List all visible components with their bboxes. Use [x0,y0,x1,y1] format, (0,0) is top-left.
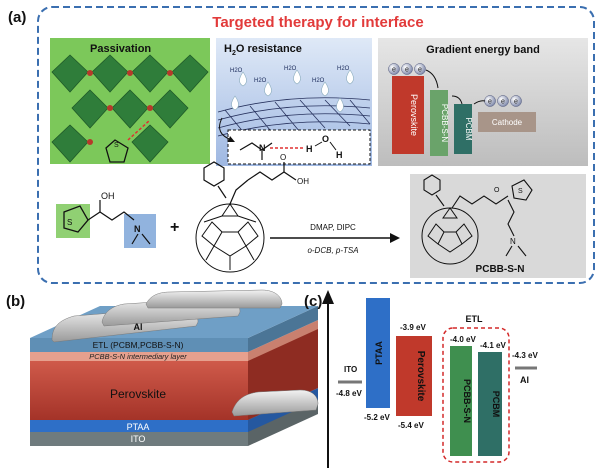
passivation-label: Passivation [90,43,151,55]
device-stack: Al ETL (PCBM,PCBB-S-N) PCBB-S-N intermed… [30,289,319,446]
svg-text:e: e [418,67,422,74]
layer-ptaa: PTAA [127,422,150,432]
etl-group [442,327,510,463]
pcbm-bar [478,352,502,456]
gradient-block-pcbm [454,104,472,154]
passivation-panel: S Passivation [50,38,210,164]
drop-label: H2O [337,66,350,72]
fullerene-icon [421,207,479,265]
svg-text:e: e [405,67,409,74]
svg-text:PTAA: PTAA [374,341,384,365]
pcbbsn-bar [450,346,472,456]
panel-b-label: (b) [6,293,25,310]
panel-a-title: Targeted therapy for interface [212,14,423,31]
thiophene-icon [105,139,129,163]
svg-text:e: e [501,99,505,106]
svg-text:PCBB-S-N: PCBB-S-N [440,104,449,142]
svg-text:S: S [67,218,72,227]
layer-perovskite: Perovskite [110,387,166,401]
gradient-title: Gradient energy band [426,44,540,56]
h2o-title: H2O resistance [224,43,302,57]
gradient-block-perovskite [392,76,424,154]
svg-text:O: O [280,153,286,162]
molecule-o: O [322,134,329,144]
drop-label: H2O [312,78,325,84]
reaction-conditions-bottom: o-DCB, p-TSA [307,246,358,255]
svg-text:-5.4 eV: -5.4 eV [398,421,424,430]
product-box [410,174,586,278]
product-name: PCBB-S-N [476,264,525,275]
reaction-conditions-top: DMAP, DIPC [310,223,356,232]
fullerene-icon [195,203,265,273]
svg-text:-4.1 eV: -4.1 eV [480,341,506,350]
energy-diagram: ITO -4.8 eV PTAA -5.2 eV Perovskite -3.9… [322,290,538,468]
gradient-energy-panel: Gradient energy band e e e e e e Perovsk… [378,38,588,166]
gradient-block-cathode [478,112,536,132]
svg-text:e: e [488,99,492,106]
svg-text:PCBM: PCBM [491,391,501,418]
svg-text:-4.8 eV: -4.8 eV [336,389,362,398]
svg-text:S: S [518,188,523,195]
perovskite-bar [396,336,432,416]
svg-text:-4.3 eV: -4.3 eV [512,351,538,360]
svg-text:-5.2 eV: -5.2 eV [364,413,390,422]
svg-text:-3.9 eV: -3.9 eV [400,323,426,332]
svg-text:ETL: ETL [466,314,484,324]
molecule-h: H [306,144,313,154]
h2o-resistance-panel: H2O H2O H2O H2O H2O H2O resistance N H O… [216,38,372,166]
layer-al: Al [134,322,143,332]
ptaa-bar [366,298,390,408]
gradient-block-pcbbsn [430,90,448,156]
svg-text:Cathode: Cathode [492,118,523,127]
svg-text:N: N [510,237,516,246]
thiophene-icon [511,179,533,201]
svg-text:N: N [134,224,141,234]
svg-text:S: S [114,142,119,149]
panel-c-label: (c) [304,293,322,310]
svg-text:e: e [514,99,518,106]
molecule-n: N [259,143,266,153]
svg-text:ITO: ITO [344,365,357,374]
layer-etl: ETL (PCBM,PCBB-S-N) [93,340,184,350]
svg-text:OH: OH [101,191,115,201]
drop-label: H2O [254,78,267,84]
phenyl-icon [203,161,225,187]
electron-icons [388,63,522,107]
svg-text:O: O [494,187,500,194]
panel-a-label: (a) [8,9,26,26]
svg-text:Perovskite: Perovskite [415,351,426,402]
panel-a-border [37,6,595,284]
layer-ito: ITO [131,434,146,444]
svg-text:OH: OH [297,177,309,186]
thiophene-icon [63,205,89,233]
reaction-scheme: S OH N + O OH DMAP, DIPC o-DCB, p-TSA [56,153,586,278]
svg-text:PCBB-S-N: PCBB-S-N [462,379,472,423]
svg-text:PCBM: PCBM [464,117,473,140]
svg-text:-4.0 eV: -4.0 eV [450,335,476,344]
drop-label: H2O [230,68,243,74]
layer-intermediary: PCBB-S-N intermediary layer [89,352,187,361]
molecule-h: H [336,150,343,160]
axis-arrow-icon [322,290,334,304]
svg-text:e: e [392,67,396,74]
phenyl-icon [423,174,441,196]
drop-label: H2O [284,66,297,72]
svg-text:Al: Al [520,375,529,385]
svg-text:Perovskite: Perovskite [409,94,419,136]
plus-sign: + [170,219,179,236]
